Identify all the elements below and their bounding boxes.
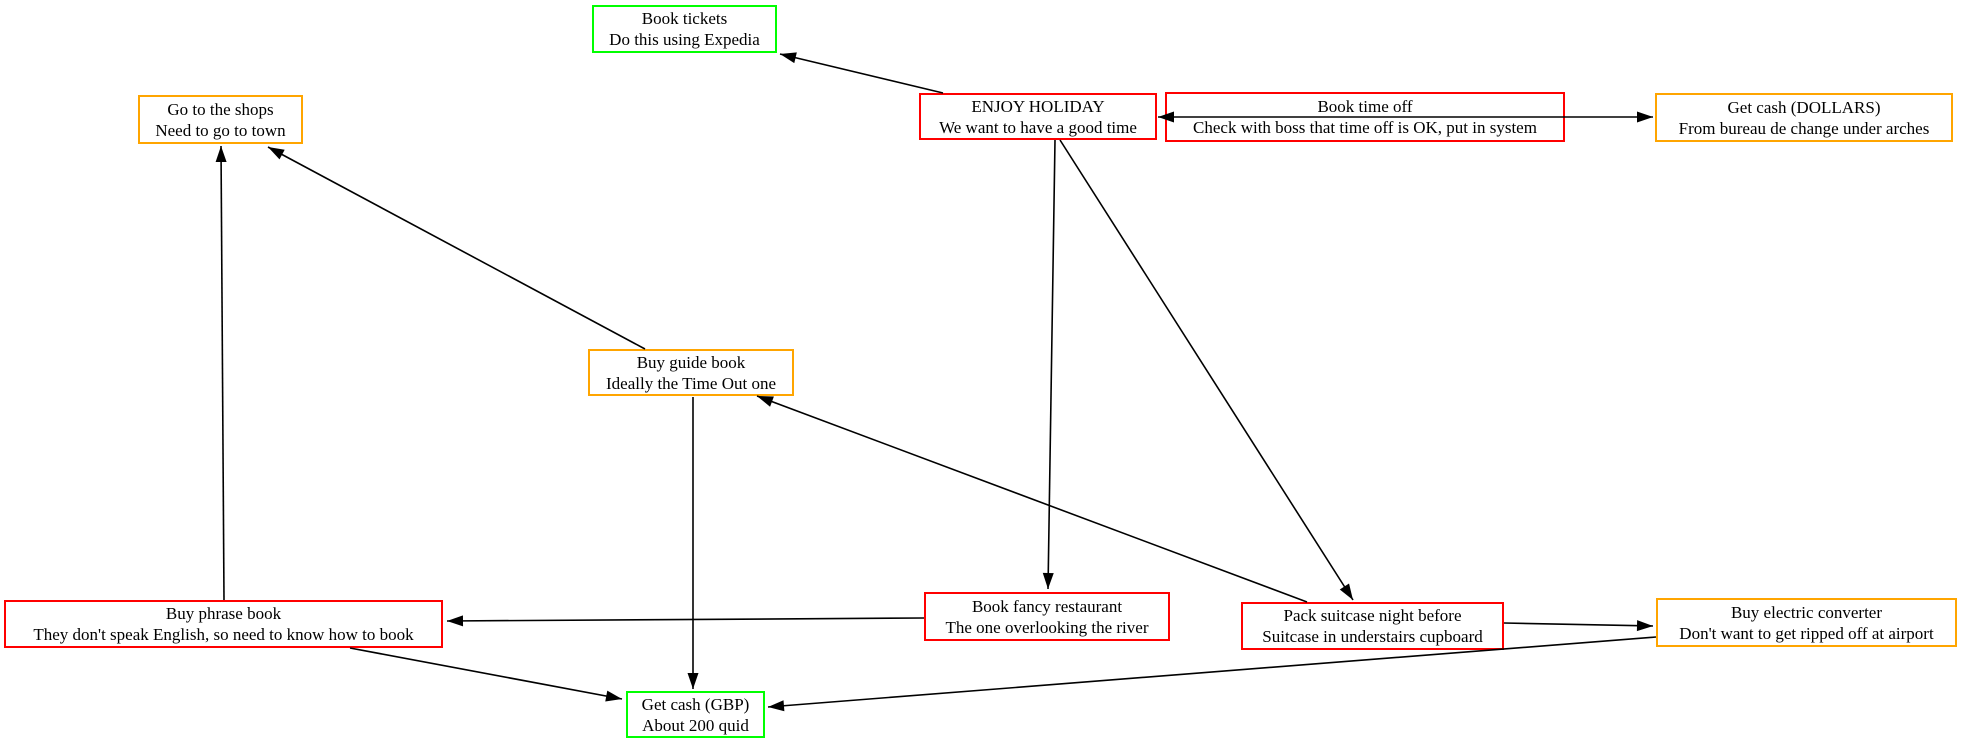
node-subtitle: Ideally the Time Out one: [606, 373, 776, 393]
node-subtitle: We want to have a good time: [939, 117, 1137, 137]
node-subtitle: Do this using Expedia: [609, 30, 760, 49]
edge-enjoy-holiday-to-pack-suitcase: [1059, 139, 1354, 601]
edge-enjoy-holiday-to-book-fancy-restaurant: [1047, 139, 1056, 590]
node-title: Book tickets: [641, 9, 728, 28]
node-title: Buy electric converter: [1730, 602, 1883, 622]
arrowhead: [605, 690, 622, 702]
arrowhead: [1637, 111, 1653, 123]
arrowhead: [1042, 572, 1054, 589]
node-subtitle: From bureau de change under arches: [1678, 118, 1930, 138]
arrowhead: [768, 700, 785, 712]
node-subtitle: They don't speak English, so need to kno…: [33, 625, 414, 644]
node-subtitle: Suitcase in understairs cupboard: [1262, 627, 1483, 646]
node-subtitle: The one overlooking the river: [945, 617, 1149, 637]
arrowhead: [1339, 583, 1353, 600]
node-title: Book time off: [1317, 97, 1413, 116]
arrowhead: [447, 615, 464, 627]
node-book-tickets: Book tickets Do this using Expedia: [592, 5, 777, 53]
edge-buy-phrase-book-to-get-cash-gbp: [349, 647, 623, 700]
edge-buy-guide-book-to-go-to-the-shops: [267, 146, 646, 350]
node-get-cash-dollars: Get cash (DOLLARS)From bureau de change …: [1655, 93, 1953, 142]
arrowhead: [687, 673, 699, 689]
node-title: Pack suitcase night before: [1283, 606, 1462, 625]
edge-buy-electric-converter-to-get-cash-gbp: [767, 636, 1657, 708]
arrowhead: [757, 396, 774, 407]
node-subtitle: Check with boss that time off is OK, put…: [1193, 118, 1537, 137]
node-subtitle: Don't want to get ripped off at airport: [1679, 623, 1934, 643]
node-title: Go to the shops: [167, 99, 274, 119]
edge-enjoy-holiday-to-book-tickets: [779, 53, 944, 94]
arrowhead: [215, 146, 227, 163]
edge-pack-suitcase-to-buy-electric-converter: [1503, 622, 1654, 627]
arrowhead: [268, 147, 285, 160]
node-title: Get cash (GBP): [641, 694, 750, 714]
node-title: Buy phrase book: [165, 604, 282, 623]
node-title: ENJOY HOLIDAY: [971, 96, 1105, 116]
edge-book-fancy-restaurant-to-buy-phrase-book: [446, 617, 925, 622]
edge-buy-phrase-book-to-go-to-the-shops: [220, 145, 225, 601]
arrowhead: [1636, 620, 1653, 632]
arrowhead: [780, 52, 797, 64]
node-subtitle: Need to go to town: [155, 120, 286, 140]
node-title: Get cash (DOLLARS): [1727, 97, 1881, 117]
node-title: Buy guide book: [636, 352, 746, 372]
node-title: Book fancy restaurant: [971, 596, 1123, 616]
edge-pack-suitcase-to-buy-guide-book: [756, 395, 1308, 603]
node-get-cash-gbp: Get cash (GBP)About 200 quid: [626, 691, 765, 738]
node-subtitle: About 200 quid: [642, 715, 749, 735]
